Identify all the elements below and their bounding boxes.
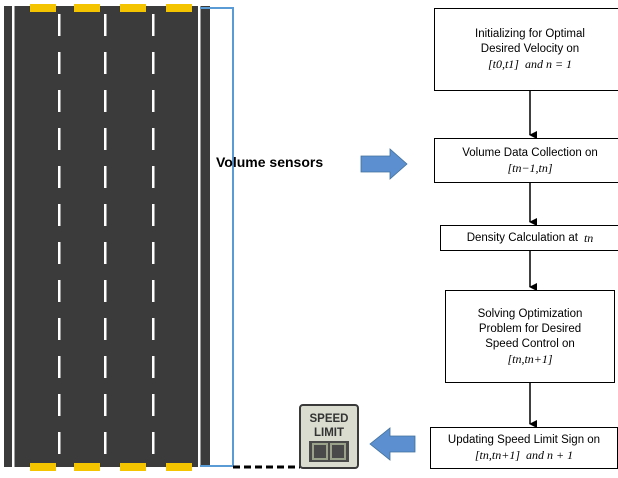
lane-dash	[104, 128, 107, 150]
step-initialize: Initializing for Optimal Desired Velocit…	[434, 8, 618, 91]
road-edge-right	[198, 6, 201, 467]
step-initialize-line-1: Initializing for Optimal	[475, 28, 585, 40]
lane-dash	[152, 394, 155, 416]
lane-dash	[58, 280, 61, 302]
lane-dash	[152, 14, 155, 36]
step-density-time: tn	[583, 230, 594, 245]
step-update-sign: Updating Speed Limit Sign on [tn,tn+1] a…	[430, 427, 618, 469]
lane-dash	[152, 432, 155, 454]
sensor-top-2	[74, 4, 100, 12]
lane-dash	[152, 204, 155, 226]
lane-dash	[104, 280, 107, 302]
road-surface	[4, 6, 210, 467]
arrow-to-flowchart	[360, 148, 408, 180]
step-optimization-line-1: Solving Optimization	[477, 307, 583, 320]
volume-sensors-label: Volume sensors	[216, 154, 324, 170]
lane-dash	[152, 242, 155, 264]
sign-digit-1	[312, 443, 328, 460]
step-update-sign-counter: and n + 1	[526, 448, 574, 462]
step-optimization-line-2: Problem for Desired	[478, 322, 582, 335]
lane-dash	[104, 432, 107, 454]
step-volume-collection-line-1: Volume Data Collection on	[462, 146, 598, 159]
sensor-top-1	[30, 4, 56, 12]
step-optimization-line-3: Speed Control on	[485, 337, 575, 350]
sign-digit-2	[330, 443, 346, 460]
road-edge-left	[12, 6, 15, 467]
arrow-to-sign	[369, 427, 416, 461]
sensor-bottom-4	[166, 463, 192, 471]
lane-dash	[58, 242, 61, 264]
sign-display	[309, 441, 349, 462]
sensor-bottom-3	[120, 463, 146, 471]
step-update-sign-math-row: [tn,tn+1] and n + 1	[475, 448, 573, 463]
lane-dash	[104, 356, 107, 378]
step-initialize-counter: and n = 1	[524, 57, 573, 71]
lane-dash	[58, 318, 61, 340]
lane-dash	[104, 318, 107, 340]
lane-dash	[152, 52, 155, 74]
lane-dash	[152, 356, 155, 378]
step-density: Density Calculation at tn	[440, 225, 618, 251]
lane-dash	[58, 394, 61, 416]
lane-dash	[104, 90, 107, 112]
lane-dash	[104, 394, 107, 416]
step-update-sign-line-1: Updating Speed Limit Sign on	[447, 434, 601, 446]
sensor-top-3	[120, 4, 146, 12]
sensor-top-4	[166, 4, 192, 12]
step-optimization-interval: [tn,tn+1]	[507, 351, 553, 366]
lane-dash	[58, 90, 61, 112]
volume-sensors	[30, 4, 192, 471]
step-initialize-math-row: [t0,t1] and n = 1	[488, 57, 572, 72]
lane-dash	[58, 432, 61, 454]
lane-dash	[58, 204, 61, 226]
lane-dash	[104, 166, 107, 188]
lane-dash	[104, 242, 107, 264]
lane-dash	[152, 166, 155, 188]
lane-dash	[152, 128, 155, 150]
lane-dash	[104, 14, 107, 36]
step-update-sign-interval: [tn,tn+1]	[474, 448, 520, 462]
lane-dash	[58, 166, 61, 188]
step-density-line-1: Density Calculation at	[466, 231, 578, 244]
lane-dash	[58, 52, 61, 74]
step-initialize-line-2: Desired Velocity on	[480, 43, 580, 55]
sensor-bracket	[200, 7, 234, 467]
lane-dash	[152, 318, 155, 340]
lane-dash	[152, 280, 155, 302]
step-initialize-interval: [t0,t1]	[487, 57, 519, 71]
lane-dash	[58, 128, 61, 150]
sensor-bottom-1	[30, 463, 56, 471]
sign-text-speed: SPEED	[310, 413, 349, 425]
step-volume-collection-interval: [tn−1,tn]	[507, 160, 553, 175]
lane-dash	[58, 14, 61, 36]
lane-dash	[58, 356, 61, 378]
lane-dash	[104, 204, 107, 226]
lane-markings	[58, 14, 155, 454]
lane-dash	[152, 90, 155, 112]
road	[4, 6, 210, 467]
step-optimization: Solving Optimization Problem for Desired…	[445, 290, 615, 383]
step-density-row: Density Calculation at tn	[467, 231, 594, 246]
step-volume-collection: Volume Data Collection on [tn−1,tn]	[434, 138, 618, 183]
speed-limit-sign: SPEED LIMIT	[299, 404, 359, 469]
sensor-bottom-2	[74, 463, 100, 471]
sign-text-limit: LIMIT	[314, 427, 344, 439]
lane-dash	[104, 52, 107, 74]
